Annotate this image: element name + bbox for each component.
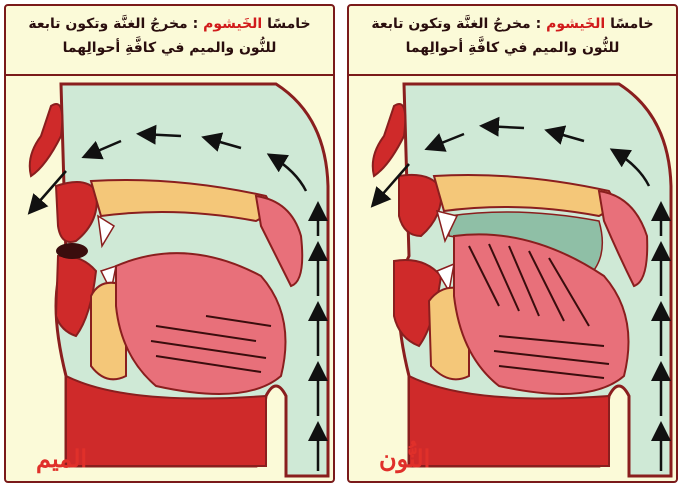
caption-rest: : مخرجُ الغنَّة وتكون تابعة [28,16,198,32]
caption-term: الخَيشوم [546,16,605,32]
caption-line-2: للنُّون والميم في كافَّةِ أحوالِهما [14,36,325,60]
panel-caption: خامسًا الخَيشوم : مخرجُ الغنَّة وتكون تا… [6,6,333,76]
lip-closure [56,243,88,259]
caption-line-1: خامسًا الخَيشوم : مخرجُ الغنَّة وتكون تا… [14,12,325,36]
diagram-panel-meem: خامسًا الخَيشوم : مخرجُ الغنَّة وتكون تا… [4,4,335,483]
caption-line-1: خامسًا الخَيشوم : مخرجُ الغنَّة وتكون تا… [357,12,668,36]
panel-label-meem: الميم [36,444,87,473]
caption-line-2: للنُّون والميم في كافَّةِ أحوالِهما [357,36,668,60]
nose-tip [373,104,406,176]
nasal-cavity-diagram-meem [6,76,333,481]
caption-term: الخَيشوم [203,16,262,32]
nasal-cavity-diagram-noon [349,76,676,481]
panel-label-noon: النُّون [379,444,430,473]
diagram-panel-noon: خامسًا الخَيشوم : مخرجُ الغنَّة وتكون تا… [347,4,678,483]
nose-tip [30,104,63,176]
caption-rest: : مخرجُ الغنَّة وتكون تابعة [371,16,541,32]
caption-prefix: خامسًا [267,16,311,32]
caption-prefix: خامسًا [610,16,654,32]
panel-caption: خامسًا الخَيشوم : مخرجُ الغنَّة وتكون تا… [349,6,676,76]
